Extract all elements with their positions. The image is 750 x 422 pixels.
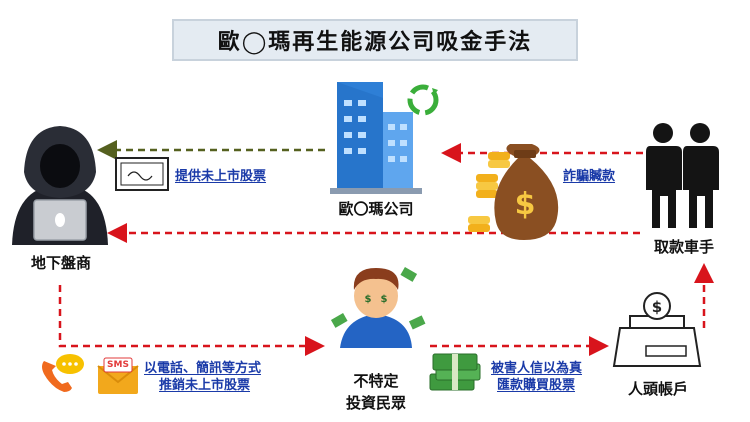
sms-badge-text: SMS xyxy=(107,360,129,370)
svg-text:$: $ xyxy=(652,298,662,316)
phone-icon xyxy=(42,361,72,392)
donation-box-icon: $ xyxy=(612,292,702,367)
node-public-line1: 不特定 xyxy=(353,372,399,390)
hacker-icon xyxy=(12,126,108,245)
edge-remit-line1: 被害人信以為真 xyxy=(491,361,583,376)
sms-envelope-icon xyxy=(97,357,139,394)
arrow-dealer-to-public xyxy=(58,285,325,356)
diagram-title: 歐◯瑪再生能源公司吸金手法 xyxy=(172,19,578,61)
money-bag-icon: $ xyxy=(468,144,559,240)
cash-icon xyxy=(429,353,481,391)
edge-provide-stock: 提供未上市股票 xyxy=(175,169,267,184)
chat-bubble-icon xyxy=(56,354,84,374)
node-public-line2: 投資民眾 xyxy=(345,394,406,412)
recycle-icon xyxy=(407,84,439,116)
node-company: 歐〇瑪公司 xyxy=(338,200,414,218)
edge-remit-line2: 匯款購買股票 xyxy=(497,378,576,393)
edge-promote-line2: 推銷未上市股票 xyxy=(159,378,251,393)
svg-text:$: $ xyxy=(515,187,536,222)
edge-promote-line1: 以電話、簡訊等方式 xyxy=(144,361,262,376)
svg-text:$: $ xyxy=(365,294,372,305)
node-dummy-account: 人頭帳戶 xyxy=(627,380,688,398)
node-money-runner: 取款車手 xyxy=(653,238,714,256)
worried-person-icon: $ $ xyxy=(330,267,426,348)
building-icon xyxy=(330,82,422,194)
certificate-icon xyxy=(115,157,169,191)
node-underground-dealer: 地下盤商 xyxy=(30,254,91,272)
edge-fraud-funds: 詐騙贓款 xyxy=(563,169,616,184)
money-runner-icon xyxy=(646,123,719,228)
svg-text:$: $ xyxy=(381,294,388,305)
